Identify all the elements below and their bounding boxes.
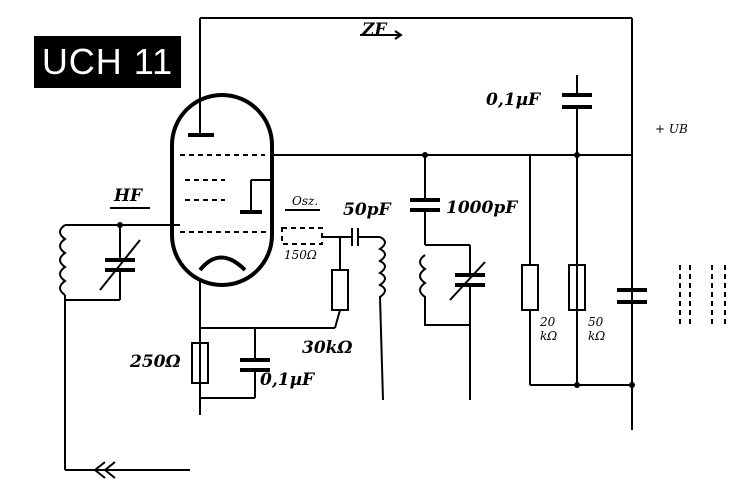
hf-label: HF (114, 186, 143, 206)
cap-0-1uF-top-label: 0,1µF (486, 90, 541, 110)
cap-50pF-label: 50pF (343, 200, 391, 220)
res-250-label: 250Ω (130, 352, 181, 372)
tube-type-title: UCH 11 (34, 36, 181, 88)
tube-envelope (170, 93, 274, 287)
transformer-outline (679, 265, 726, 325)
res-20k-label: 20 kΩ (540, 315, 558, 343)
zf-label: ZF (362, 20, 387, 40)
osz-label: Osz. (292, 194, 319, 208)
res-30k-label: 30kΩ (302, 338, 353, 358)
supply-label: + UB (655, 122, 688, 136)
cap-1000pF-label: 1000pF (446, 198, 518, 218)
res-50k-label: 50 kΩ (588, 315, 606, 343)
cap-0-1uF-bottom-label: 0,1µF (260, 370, 315, 390)
res-150-label: 150Ω (284, 248, 317, 262)
